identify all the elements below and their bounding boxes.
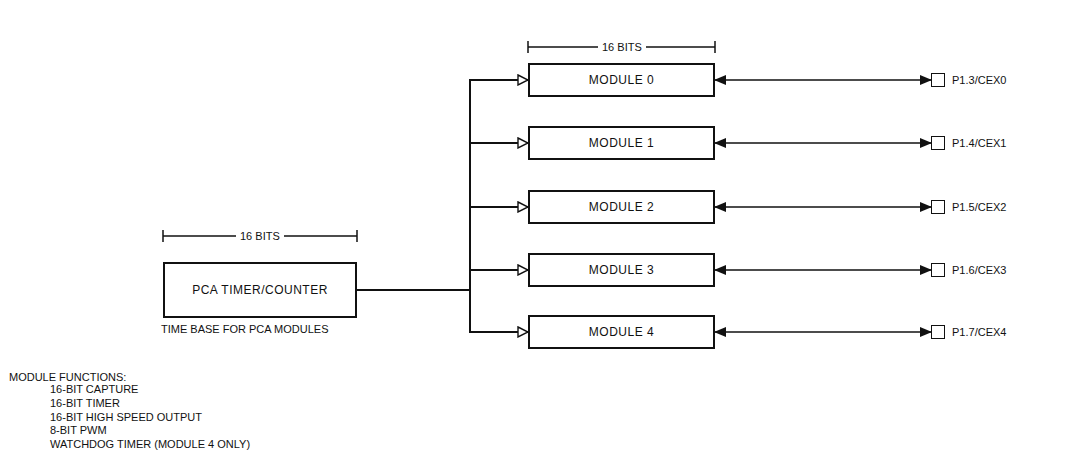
block-name: MODULE 0 bbox=[589, 73, 654, 87]
pin-square bbox=[931, 200, 945, 214]
pin-name: P1.4/CEX1 bbox=[952, 136, 1006, 150]
function-item: WATCHDOG TIMER (MODULE 4 ONLY) bbox=[50, 438, 250, 451]
bit-width: 16 BITS bbox=[598, 41, 646, 54]
time-base-bus bbox=[357, 290, 528, 332]
block-name: PCA TIMER/COUNTER bbox=[192, 283, 328, 297]
io-line bbox=[715, 331, 931, 333]
io-line bbox=[715, 269, 931, 271]
pin-square bbox=[931, 325, 945, 339]
port-pin: P1.5/CEX2 bbox=[931, 200, 1009, 214]
module-box: MODULE 0 bbox=[528, 63, 715, 97]
module-box: MODULE 1 bbox=[528, 126, 715, 160]
function-item: 8-BIT PWM bbox=[50, 424, 107, 437]
pin-square bbox=[931, 73, 945, 87]
pin-name: P1.3/CEX0 bbox=[952, 73, 1006, 87]
port-pin: P1.3/CEX0 bbox=[931, 73, 1009, 87]
timer-box: PCA TIMER/COUNTER bbox=[163, 262, 357, 318]
io-line bbox=[715, 79, 931, 81]
module-box: MODULE 3 bbox=[528, 253, 715, 287]
function-item: 16-BIT HIGH SPEED OUTPUT bbox=[50, 411, 202, 424]
module-box: MODULE 2 bbox=[528, 190, 715, 224]
block-name: MODULE 4 bbox=[589, 325, 654, 339]
pin-name: P1.7/CEX4 bbox=[952, 325, 1006, 339]
bit-width: 16 BITS bbox=[236, 230, 284, 243]
bracket-tick bbox=[527, 41, 529, 53]
port-pin: P1.6/CEX3 bbox=[931, 263, 1009, 277]
io-line bbox=[715, 142, 931, 144]
pin-name: P1.6/CEX3 bbox=[952, 263, 1006, 277]
time-base-bus bbox=[357, 207, 528, 290]
module-box: MODULE 4 bbox=[528, 315, 715, 349]
function-item: 16-BIT CAPTURE bbox=[50, 383, 138, 396]
pin-name: P1.5/CEX2 bbox=[952, 200, 1006, 214]
pin-square bbox=[931, 136, 945, 150]
time-base-bus bbox=[357, 143, 528, 290]
time-base-bus bbox=[357, 80, 528, 290]
time-base-bus bbox=[357, 270, 528, 290]
block-name: MODULE 1 bbox=[589, 136, 654, 150]
caption-note: TIME BASE FOR PCA MODULES bbox=[161, 323, 328, 336]
port-pin: P1.7/CEX4 bbox=[931, 325, 1009, 339]
bracket-tick bbox=[714, 41, 716, 53]
block-name: MODULE 3 bbox=[589, 263, 654, 277]
function-item: 16-BIT TIMER bbox=[50, 397, 120, 410]
block-name: MODULE 2 bbox=[589, 200, 654, 214]
pin-square bbox=[931, 263, 945, 277]
bracket-tick bbox=[356, 230, 358, 242]
list-heading: MODULE FUNCTIONS: bbox=[9, 371, 126, 384]
io-line bbox=[715, 206, 931, 208]
port-pin: P1.4/CEX1 bbox=[931, 136, 1009, 150]
bracket-tick bbox=[162, 230, 164, 242]
